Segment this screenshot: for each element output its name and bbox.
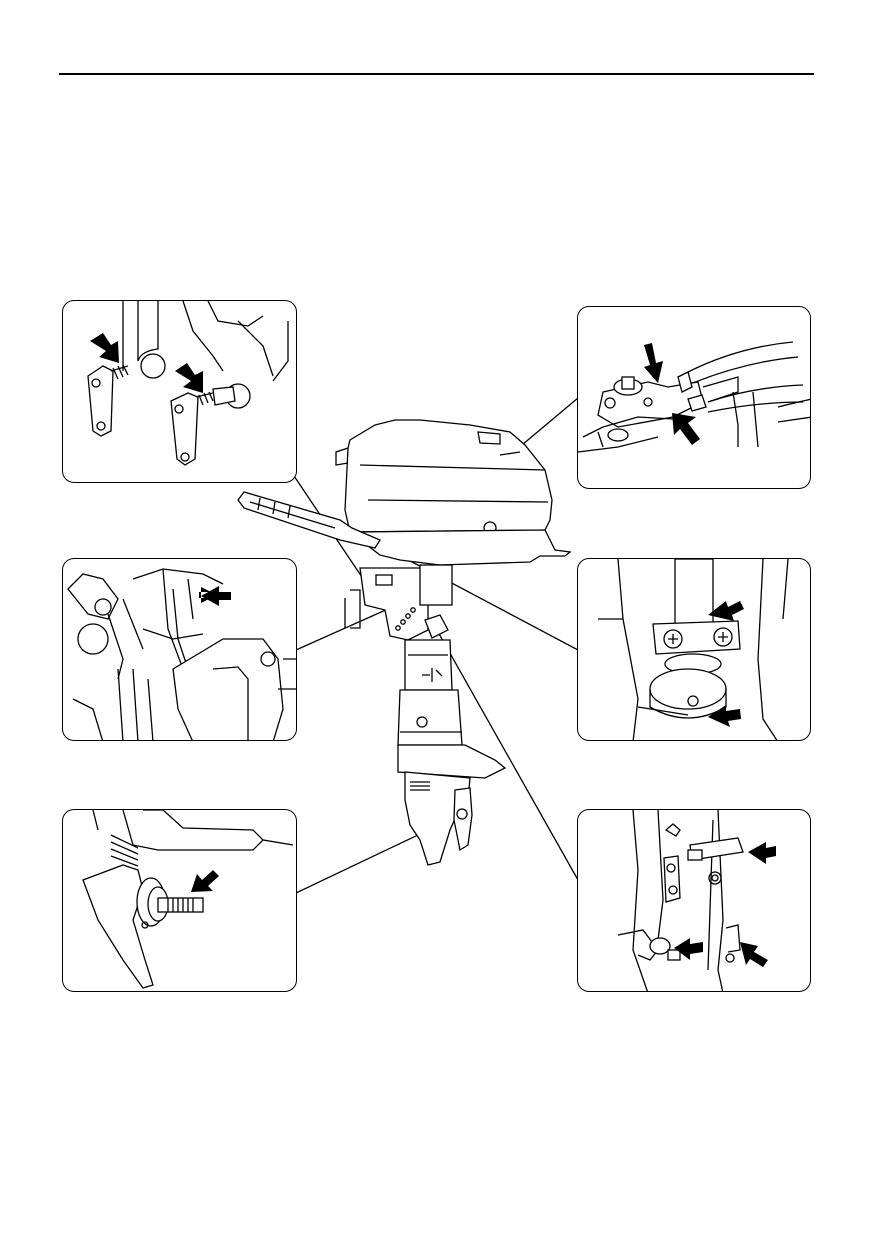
arrow-icon xyxy=(90,333,119,363)
arrow-icon xyxy=(674,938,703,960)
detail-panel-clamp-bracket-bolts xyxy=(577,809,811,992)
detail-panel-tilt-lever-linkage xyxy=(62,558,297,741)
arrow-icon xyxy=(708,705,741,727)
arrow-icon xyxy=(644,343,663,383)
arrow-icon xyxy=(708,601,744,621)
detail-panel-steering-pivot-bracket xyxy=(577,558,811,741)
arrow-icon xyxy=(199,586,231,606)
outboard-motor-drawing xyxy=(237,419,572,866)
header-rule xyxy=(59,73,814,75)
detail-panel-propeller-shaft xyxy=(62,809,297,992)
arrow-icon xyxy=(191,870,219,892)
arrow-icon xyxy=(748,842,776,864)
detail-panel-swivel-bracket-bolts xyxy=(62,300,297,483)
detail-panel-shift-cable-joints xyxy=(577,306,811,489)
arrow-icon xyxy=(175,363,203,393)
arrow-icon xyxy=(740,942,768,967)
arrow-icon xyxy=(672,413,700,445)
